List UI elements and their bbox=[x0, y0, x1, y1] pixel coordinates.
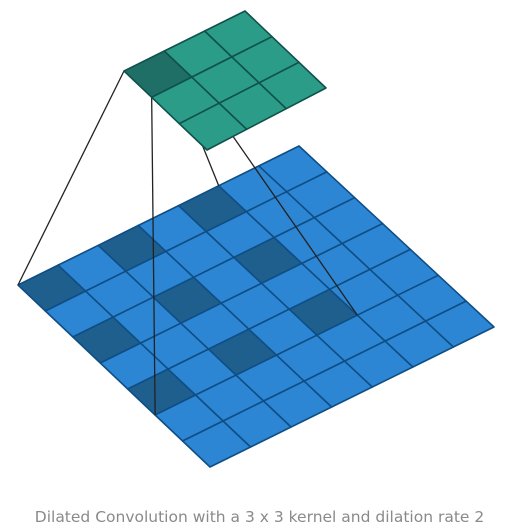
figure-caption: Dilated Convolution with a 3 x 3 kernel … bbox=[34, 508, 485, 526]
input-feature-map bbox=[17, 145, 495, 468]
dilated-convolution-diagram bbox=[17, 10, 495, 468]
input-cell-r6-c6 bbox=[424, 300, 495, 348]
output-cell-r2-c2 bbox=[258, 61, 327, 110]
output-feature-map bbox=[123, 10, 327, 151]
connector-line-4 bbox=[151, 97, 156, 416]
connector-line-1 bbox=[17, 70, 125, 286]
